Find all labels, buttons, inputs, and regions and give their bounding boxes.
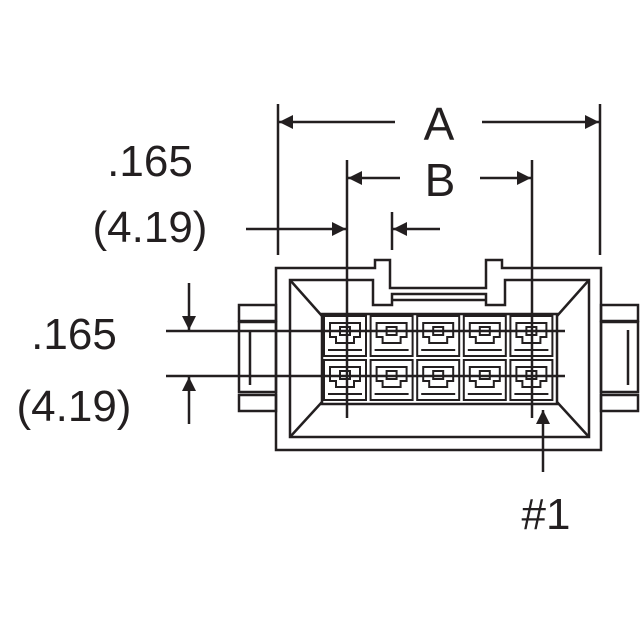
- pin-one-label: #1: [522, 490, 571, 539]
- contact-cavity: [416, 315, 461, 357]
- pitch-vertical-inch-label: .165: [31, 310, 117, 359]
- contact-cavity: [323, 315, 367, 357]
- contact-cavity: [416, 359, 461, 401]
- dimension-lines: [166, 104, 602, 472]
- contact-cavity: [462, 359, 507, 401]
- contact-cavity: [369, 359, 414, 401]
- dimension-a-label: A: [424, 98, 455, 150]
- right-mounting-ear: [599, 303, 640, 413]
- pitch-horizontal-inch-label: .165: [107, 137, 193, 186]
- contact-cavity: [369, 315, 414, 357]
- contact-cavity: [462, 315, 507, 357]
- contact-cavity: [323, 359, 367, 401]
- pitch-vertical-mm-label: (4.19): [17, 382, 132, 431]
- contact-cavities: [323, 315, 554, 401]
- dimension-b-label: B: [425, 154, 456, 206]
- housing-outline: [274, 258, 603, 452]
- pitch-horizontal-mm-label: (4.19): [93, 203, 208, 252]
- left-mounting-ear: [237, 303, 278, 413]
